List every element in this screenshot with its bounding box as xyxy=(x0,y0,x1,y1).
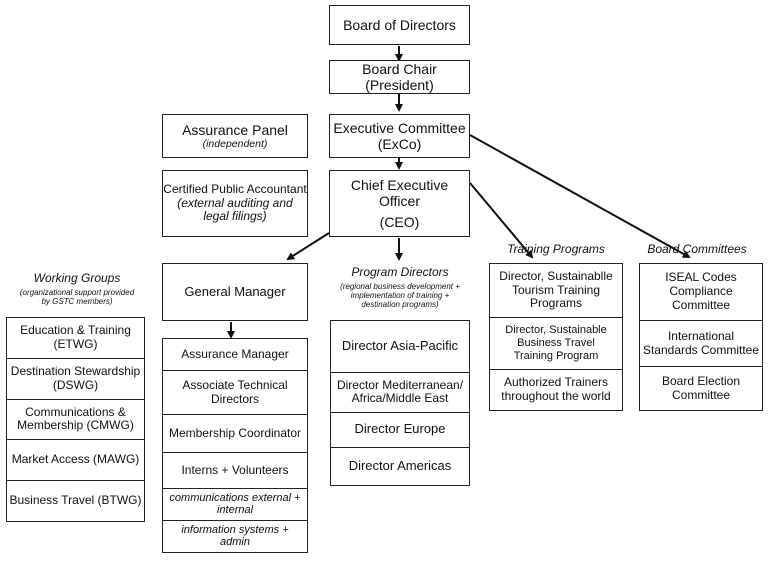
cpa-note-line1: (external auditing and xyxy=(177,195,293,210)
gm-staff-item: information systems + admin xyxy=(163,519,307,552)
exco-label-line1: Executive Committee xyxy=(333,119,466,136)
training-program-item: Director, Sustainable Business Travel Tr… xyxy=(490,317,622,369)
training-programs-title: Training Programs xyxy=(507,242,605,256)
gm-staff-line: internal xyxy=(216,504,254,517)
gm-staff-line: Directors xyxy=(210,391,259,406)
board-committee-item: ISEAL Codes Compliance Committee xyxy=(640,264,762,320)
board-committees-list: ISEAL Codes Compliance Committee Interna… xyxy=(639,263,763,411)
program-director-line: Director Asia-Pacific xyxy=(341,337,459,353)
board-committees-title: Board Committees xyxy=(647,242,747,256)
gm-staff-item: Assurance Manager xyxy=(163,339,307,370)
training-program-line: Tourism Training xyxy=(511,282,601,297)
training-program-line: Training Program xyxy=(513,349,599,362)
training-program-line: Authorized Trainers xyxy=(503,374,609,389)
gm-staff-item: Interns + Volunteers xyxy=(163,452,307,487)
board-committee-line: ISEAL Codes xyxy=(665,270,737,285)
board-committee-line: Committee xyxy=(671,387,730,402)
working-group-line: Communications & xyxy=(25,404,126,419)
cpa-box: Certified Public Accountant (external au… xyxy=(162,170,308,237)
program-directors-title: Program Directors xyxy=(351,265,449,279)
program-director-line: Director Europe xyxy=(354,421,446,437)
training-program-line: Business Travel xyxy=(517,336,595,349)
gm-staff-item: communications external + internal xyxy=(163,487,307,520)
general-manager-box: General Manager xyxy=(162,263,308,321)
gm-staff-line: admin xyxy=(220,536,250,549)
program-directors-header: Program Directors (regional business dev… xyxy=(322,265,478,310)
board-committee-line: International xyxy=(667,328,735,343)
program-director-line: Africa/Middle East xyxy=(351,391,449,406)
program-directors-list: Director Asia-Pacific Director Mediterra… xyxy=(330,320,470,486)
program-director-line: Director Americas xyxy=(348,457,452,473)
working-group-line: Market Access (MAWG) xyxy=(11,452,140,467)
board-committees-header: Board Committees xyxy=(630,242,764,257)
executive-committee-box: Executive Committee (ExCo) xyxy=(329,114,470,158)
assurance-panel-box: Assurance Panel (independent) xyxy=(162,114,308,158)
working-group-item: Education & Training (ETWG) xyxy=(7,318,144,358)
program-directors-subtitle-line3: destination programs) xyxy=(361,300,439,310)
gm-staff-list: Assurance Manager Associate Technical Di… xyxy=(162,338,308,553)
board-committee-item: International Standards Committee xyxy=(640,320,762,366)
program-director-item: Director Europe xyxy=(331,411,469,447)
assurance-panel-label: Assurance Panel xyxy=(182,121,288,138)
cpa-label: Certified Public Accountant xyxy=(163,181,307,196)
working-groups-list: Education & Training (ETWG) Destination … xyxy=(6,317,145,522)
gm-staff-line: Associate Technical xyxy=(182,377,288,392)
program-directors-subtitle-line1: (regional business development + xyxy=(340,281,460,291)
board-of-directors-label: Board of Directors xyxy=(343,16,456,33)
general-manager-label: General Manager xyxy=(184,283,286,299)
working-group-line: Destination Stewardship xyxy=(10,363,141,378)
gm-staff-line: Membership Coordinator xyxy=(168,425,302,440)
board-committee-line: Board Election xyxy=(661,373,741,388)
gm-staff-line: communications external + xyxy=(169,491,301,504)
ceo-label-line2: (CEO) xyxy=(379,213,420,230)
program-directors-subtitle-line2: implementation of training + xyxy=(350,290,450,300)
training-programs-header: Training Programs xyxy=(489,242,623,257)
gm-staff-item: Membership Coordinator xyxy=(163,414,307,452)
ceo-box: Chief Executive Officer (CEO) xyxy=(329,170,470,237)
board-committee-line: Compliance xyxy=(669,284,733,299)
gm-staff-line: Interns + Volunteers xyxy=(181,462,289,477)
training-programs-list: Director, Sustainablle Tourism Training … xyxy=(489,263,623,411)
training-program-line: Director, Sustainablle xyxy=(499,268,613,283)
working-groups-header: Working Groups (organizational support p… xyxy=(2,271,152,306)
gm-staff-line: Assurance Manager xyxy=(181,346,289,361)
working-group-line: Business Travel (BTWG) xyxy=(9,493,142,508)
working-groups-title: Working Groups xyxy=(33,271,121,285)
working-group-line: Membership (CMWG) xyxy=(17,418,134,433)
arrow-exco-to-committees xyxy=(469,134,691,258)
board-chair-box: Board Chair (President) xyxy=(329,60,470,94)
working-groups-subtitle-line2: by GSTC members) xyxy=(41,296,113,306)
board-of-directors-box: Board of Directors xyxy=(329,5,470,45)
training-program-item: Authorized Trainers throughout the world xyxy=(490,368,622,410)
gm-staff-line: information systems + xyxy=(181,523,289,536)
training-program-line: Programs xyxy=(529,296,582,311)
working-group-line: (ETWG) xyxy=(53,336,98,351)
assurance-panel-note: (independent) xyxy=(202,138,268,151)
exco-label-line2: (ExCo) xyxy=(377,136,422,152)
program-director-item: Director Mediterranean/ Africa/Middle Ea… xyxy=(331,371,469,412)
working-group-item: Business Travel (BTWG) xyxy=(7,480,144,521)
program-director-line: Director Mediterranean/ xyxy=(336,377,464,392)
program-director-item: Director Asia-Pacific xyxy=(331,321,469,372)
training-program-line: throughout the world xyxy=(501,388,611,403)
working-groups-subtitle-line1: (organizational support provided xyxy=(19,287,135,297)
working-group-item: Destination Stewardship (DSWG) xyxy=(7,357,144,399)
board-committee-line: Committee xyxy=(671,298,730,313)
board-committee-line: Standards Committee xyxy=(642,342,760,357)
board-committee-item: Board Election Committee xyxy=(640,366,762,410)
program-director-item: Director Americas xyxy=(331,446,469,485)
gm-staff-item: Associate Technical Directors xyxy=(163,370,307,414)
board-chair-label: Board Chair (President) xyxy=(362,60,437,93)
working-group-line: (DSWG) xyxy=(52,377,99,392)
cpa-note-line2: legal filings) xyxy=(203,209,267,224)
training-program-item: Director, Sustainablle Tourism Training … xyxy=(490,264,622,317)
working-group-item: Market Access (MAWG) xyxy=(7,439,144,480)
working-group-line: Education & Training xyxy=(20,323,131,338)
working-group-item: Communications & Membership (CMWG) xyxy=(7,398,144,440)
training-program-line: Director, Sustainable xyxy=(505,324,607,337)
ceo-label-line1: Chief Executive Officer xyxy=(350,177,449,210)
